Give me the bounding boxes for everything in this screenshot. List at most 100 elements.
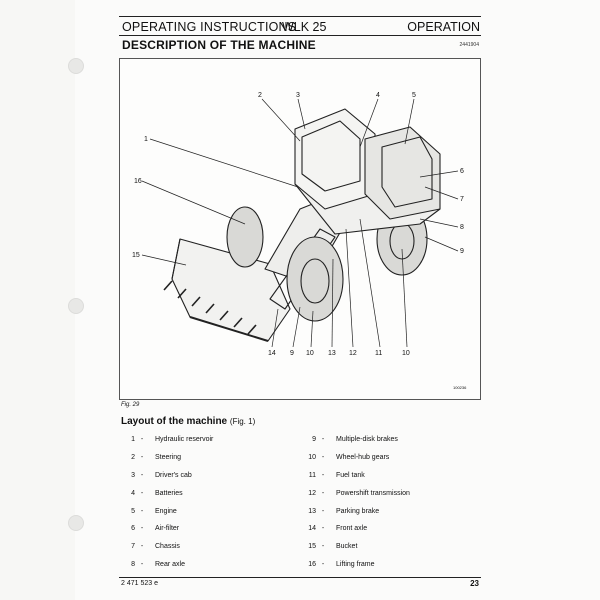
page-number: 23	[470, 579, 479, 588]
legend-number: 3	[131, 471, 135, 479]
callout-9b: 9	[290, 350, 294, 357]
legend-label: Batteries	[155, 489, 183, 497]
legend-number: 14	[308, 525, 316, 533]
legend-dash: -	[140, 543, 144, 551]
legend-label: Hydraulic reservoir	[155, 436, 214, 444]
legend-dash: -	[140, 436, 144, 444]
legend-label: Lifting frame	[336, 560, 375, 568]
legend-dash: -	[321, 507, 325, 515]
legend-item: 13- Parking brake	[300, 502, 410, 520]
legend-dash: -	[321, 471, 325, 479]
legend-item: 14-Front axle	[300, 520, 410, 538]
legend-label: Wheel-hub gears	[336, 454, 390, 462]
legend-item: 4- Batteries	[119, 484, 213, 502]
legend-label: Steering	[155, 454, 182, 462]
callout-5: 5	[412, 92, 416, 99]
machine-figure: 1 2 3 4 5 6 7 8 9 16 15 14 9 10 13 12 11…	[119, 58, 481, 400]
callout-10b: 10	[402, 350, 410, 357]
layout-ref: (Fig. 1)	[229, 417, 256, 426]
callout-6: 6	[460, 168, 464, 175]
legend-item: 12- Powershift transmission	[300, 484, 410, 502]
legend-dash: -	[321, 489, 325, 497]
legend-item: 9- Multiple-disk brakes	[300, 431, 410, 449]
legend-dash: -	[140, 525, 144, 533]
legend-item: 16-Lifting frame	[300, 556, 410, 574]
legend-number: 7	[131, 543, 135, 551]
legend-dash: -	[140, 471, 144, 479]
legend-label: Chassis	[155, 543, 180, 551]
legend-item: 2-Steering	[119, 449, 213, 467]
legend-number: 2	[131, 454, 135, 462]
legend-item: 6- Air-filter	[119, 520, 213, 538]
legend-dash: -	[140, 489, 144, 497]
legend-label: Fuel tank	[336, 471, 365, 479]
callout-10: 10	[306, 350, 314, 357]
wheel-loader-drawing: 1 2 3 4 5 6 7 8 9 16 15 14 9 10 13 12 11…	[132, 92, 467, 390]
legend-number: 6	[131, 525, 135, 533]
header-code: 2441904	[459, 42, 479, 48]
header-title: OPERATING INSTRUCTIONS	[122, 20, 297, 34]
legend-number: 13	[308, 507, 316, 515]
legend-label: Driver's cab	[155, 471, 192, 479]
legend-number: 5	[131, 507, 135, 515]
legend-number: 1	[131, 436, 135, 444]
figure-caption: Fig. 29	[121, 402, 140, 408]
callout-16: 16	[134, 178, 142, 185]
legend-dash: -	[140, 507, 144, 515]
footer-rule	[119, 577, 481, 578]
legend-label: Powershift transmission	[336, 489, 410, 497]
legend-label: Engine	[155, 507, 177, 515]
legend-dash: -	[321, 436, 325, 444]
header-section: OPERATION	[407, 20, 480, 34]
callout-7: 7	[460, 196, 464, 203]
punch-hole	[68, 515, 84, 531]
callout-2: 2	[258, 92, 262, 99]
legend-number: 11	[308, 471, 316, 479]
callout-1: 1	[144, 136, 148, 143]
callout-4: 4	[376, 92, 380, 99]
legend-item: 7- Chassis	[119, 538, 213, 556]
header-model: WLK 25	[282, 20, 327, 34]
legend-number: 10	[308, 454, 316, 462]
legend-label: Multiple-disk brakes	[336, 436, 398, 444]
legend-number: 9	[312, 436, 316, 444]
legend-dash: -	[321, 525, 325, 533]
punch-hole	[68, 298, 84, 314]
legend-number: 16	[308, 560, 316, 568]
loader-outline	[163, 108, 441, 342]
callout-14: 14	[268, 350, 276, 357]
callout-15: 15	[132, 252, 140, 259]
footer-doc-code: 2 471 523 e	[121, 580, 158, 587]
legend-dash: -	[321, 543, 325, 551]
callout-8: 8	[460, 224, 464, 231]
figure-code: 100236	[453, 385, 467, 390]
legend-number: 12	[308, 489, 316, 497]
legend-item: 1- Hydraulic reservoir	[119, 431, 213, 449]
legend-label: Bucket	[336, 543, 358, 551]
layout-title: Layout of the machine	[121, 416, 228, 427]
callout-labels: 1 2 3 4 5 6 7 8 9 16 15 14 9 10 13 12 11…	[132, 92, 467, 390]
layout-heading: Layout of the machine (Fig. 1)	[121, 416, 255, 427]
page-title: DESCRIPTION OF THE MACHINE	[122, 38, 316, 52]
callout-13: 13	[328, 350, 336, 357]
leader-lines	[141, 98, 459, 348]
legend-item: 11- Fuel tank	[300, 467, 410, 485]
header-rule-mid	[119, 35, 481, 36]
legend-label: Rear axle	[155, 560, 185, 568]
callout-9: 9	[460, 248, 464, 255]
legend-number: 8	[131, 560, 135, 568]
legend-number: 4	[131, 489, 135, 497]
legend-item: 15-Bucket	[300, 538, 410, 556]
legend-item: 8-Rear axle	[119, 556, 213, 574]
legend-item: 5- Engine	[119, 502, 213, 520]
punch-hole	[68, 58, 84, 74]
callout-11: 11	[375, 350, 382, 357]
callout-3: 3	[296, 92, 300, 99]
legend-item: 3- Driver's cab	[119, 467, 213, 485]
legend-label: Air-filter	[155, 525, 180, 533]
header-rule-top	[119, 16, 481, 17]
legend-label: Parking brake	[336, 507, 380, 515]
callout-12: 12	[349, 350, 357, 357]
legend-item: 10-Wheel-hub gears	[300, 449, 410, 467]
